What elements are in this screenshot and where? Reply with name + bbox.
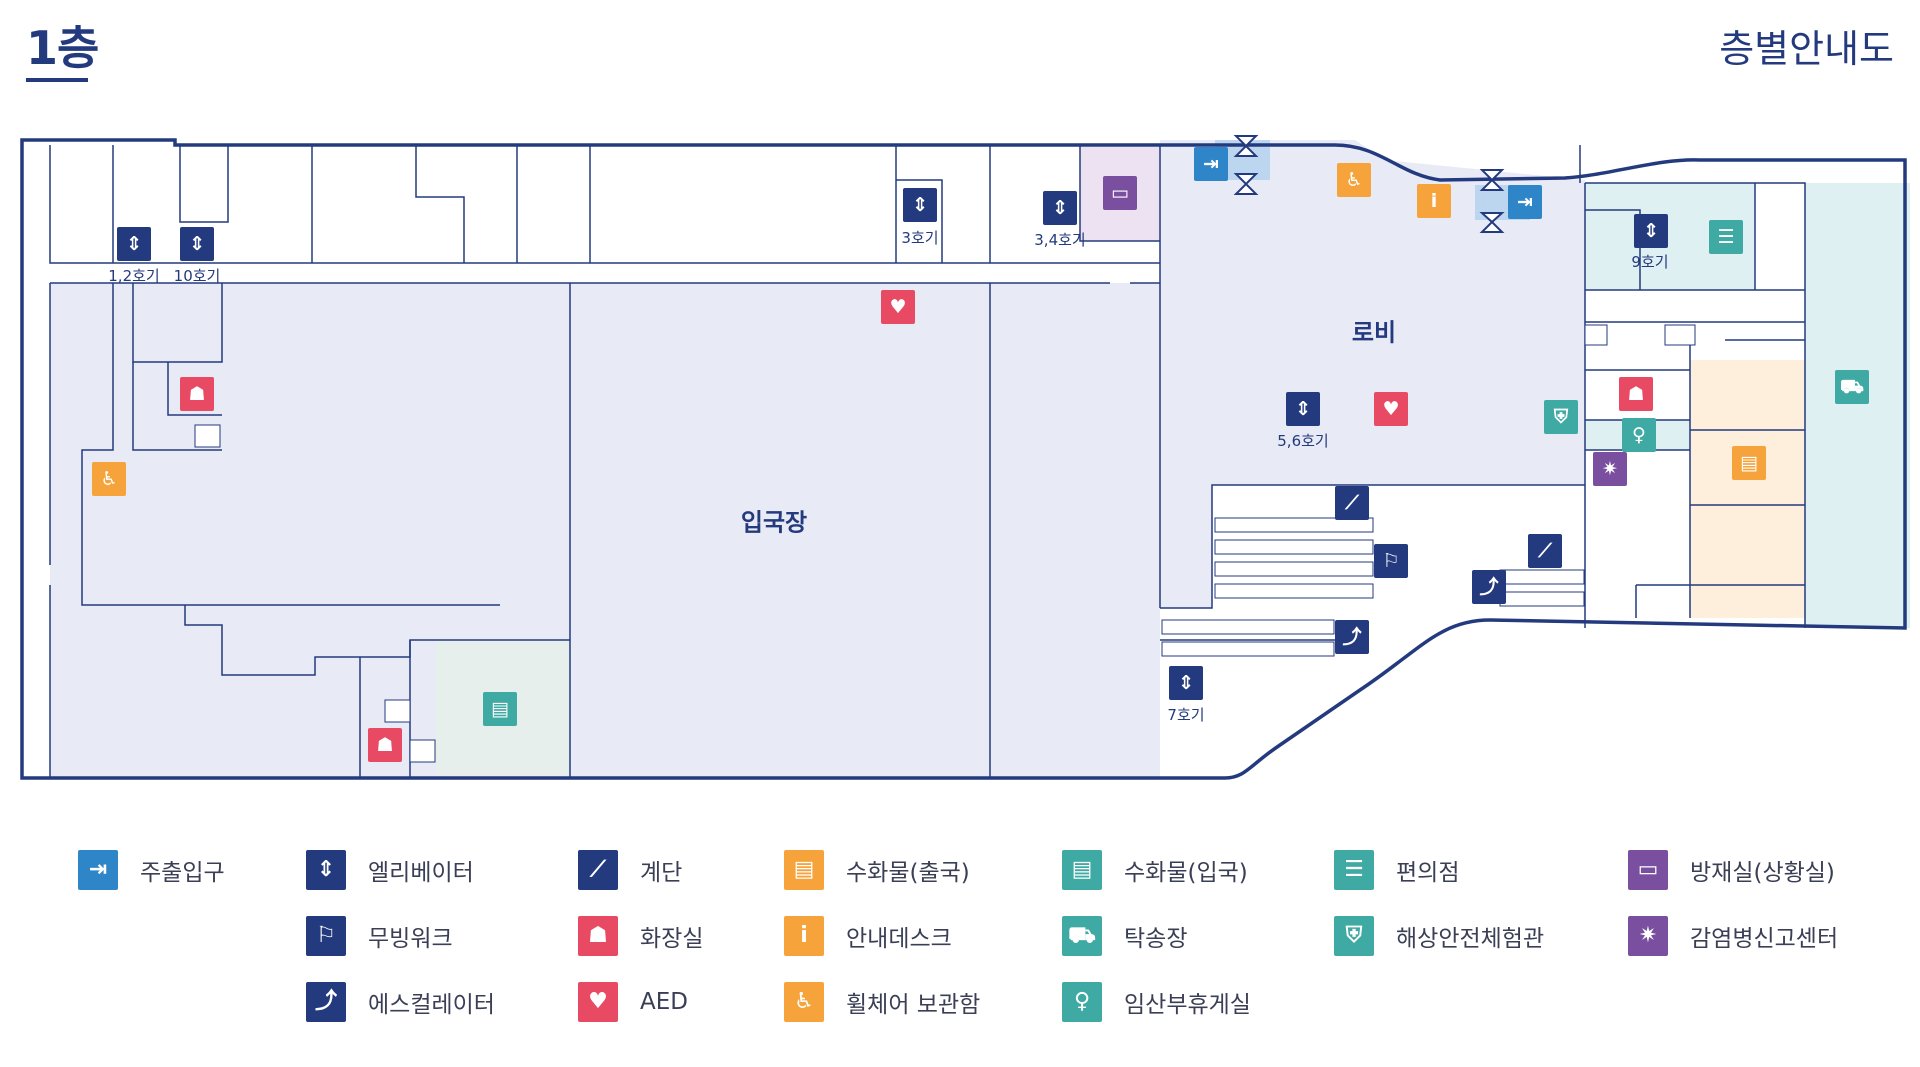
elevator-icon[interactable]: ⇕ bbox=[1286, 392, 1320, 426]
elevator-icon[interactable]: ⇕ bbox=[1634, 214, 1668, 248]
wheelchair-icon[interactable]: ♿ bbox=[92, 462, 126, 496]
moving-walk-icon[interactable]: ⚐ bbox=[1374, 544, 1408, 578]
legend-item-luggage-arrival: ▤ 수화물(입국) bbox=[1062, 849, 1248, 891]
legend-label: 에스컬레이터 bbox=[368, 992, 495, 1018]
convenience-store-icon: ☰ bbox=[1334, 850, 1374, 890]
legend-item-nursing-room: ♀ 임산부휴게실 bbox=[1062, 981, 1251, 1023]
elevator-label: 9호기 bbox=[1631, 253, 1669, 271]
aed-icon[interactable]: ♥ bbox=[881, 290, 915, 324]
legend-item-taxi: ⛟ 탁송장 bbox=[1062, 915, 1187, 957]
legend-item-elevator: ⇕ 엘리베이터 bbox=[306, 849, 474, 891]
elevator-label: 1,2호기 bbox=[108, 267, 160, 285]
disaster-room-icon: ▭ bbox=[1628, 850, 1668, 890]
legend-label: 임산부휴게실 bbox=[1124, 992, 1251, 1018]
legend-item-wheelchair: ♿ 휠체어 보관함 bbox=[784, 981, 980, 1023]
taxi-icon: ⛟ bbox=[1062, 916, 1102, 956]
legend-label: 수화물(입국) bbox=[1124, 860, 1248, 886]
escalator-icon: ⤴ bbox=[306, 982, 346, 1022]
door-markers bbox=[1233, 135, 1505, 233]
legend-label: 방재실(상황실) bbox=[1690, 860, 1835, 886]
legend-item-luggage-departure: ▤ 수화물(출국) bbox=[784, 849, 970, 891]
restroom-icon[interactable]: ☗ bbox=[180, 377, 214, 411]
elevator-icon[interactable]: ⇕ bbox=[903, 188, 937, 222]
convenience-store-icon[interactable]: ☰ bbox=[1709, 220, 1743, 254]
safety-center-icon[interactable]: ⛨ bbox=[1544, 400, 1578, 434]
legend-label: 주출입구 bbox=[140, 860, 225, 886]
legend-item-moving-walk: ⚐ 무빙워크 bbox=[306, 915, 453, 957]
legend-item-stairs: ⟋ 계단 bbox=[578, 849, 682, 891]
legend-label: 해상안전체험관 bbox=[1396, 926, 1545, 952]
outer-walls bbox=[20, 138, 1907, 780]
guide-title: 층별안내도 bbox=[1719, 27, 1894, 71]
legend-item-safety-center: ⛨ 해상안전체험관 bbox=[1334, 915, 1544, 957]
aed-icon: ♥ bbox=[578, 982, 618, 1022]
disaster-room-icon[interactable]: ▭ bbox=[1103, 176, 1137, 210]
escalator-banks bbox=[194, 324, 1696, 763]
elevator-icon[interactable]: ⇕ bbox=[180, 227, 214, 261]
taxi-icon[interactable]: ⛟ bbox=[1835, 370, 1869, 404]
wheelchair-icon: ♿ bbox=[784, 982, 824, 1022]
legend-label: 엘리베이터 bbox=[368, 860, 474, 886]
quarantine-icon[interactable]: ✷ bbox=[1593, 452, 1627, 486]
escalator-icon[interactable]: ⤴ bbox=[1335, 620, 1369, 654]
legend-label: AED bbox=[640, 989, 688, 1015]
luggage-icon: ▤ bbox=[1062, 850, 1102, 890]
inner-walls bbox=[49, 145, 1806, 778]
legend-label: 화장실 bbox=[640, 926, 704, 952]
luggage-icon: ▤ bbox=[784, 850, 824, 890]
legend-label: 안내데스크 bbox=[846, 926, 952, 952]
nursing-room-icon[interactable]: ♀ bbox=[1622, 418, 1656, 452]
elevator-icon[interactable]: ⇕ bbox=[1043, 191, 1077, 225]
restroom-icon[interactable]: ☗ bbox=[1619, 377, 1653, 411]
legend-label: 감염병신고센터 bbox=[1690, 926, 1839, 952]
floor-title: 1층 bbox=[26, 21, 99, 75]
restroom-icon[interactable]: ☗ bbox=[368, 728, 402, 762]
elevator-icon[interactable]: ⇕ bbox=[1169, 666, 1203, 700]
wheelchair-icon[interactable]: ♿ bbox=[1337, 163, 1371, 197]
legend-label: 무빙워크 bbox=[368, 926, 453, 952]
entrance-icon[interactable]: ⇥ bbox=[1194, 147, 1228, 181]
legend-item-disaster-room: ▭ 방재실(상황실) bbox=[1628, 849, 1835, 891]
luggage-icon[interactable]: ▤ bbox=[1732, 446, 1766, 480]
legend-item-restroom: ☗ 화장실 bbox=[578, 915, 703, 957]
restroom-icon: ☗ bbox=[578, 916, 618, 956]
stairs-icon: ⟋ bbox=[578, 850, 618, 890]
legend-item-aed: ♥ AED bbox=[578, 981, 688, 1023]
legend-item-escalator: ⤴ 에스컬레이터 bbox=[306, 981, 495, 1023]
legend-item-quarantine: ✷ 감염병신고센터 bbox=[1628, 915, 1838, 957]
escalator-icon[interactable]: ⤴ bbox=[1472, 570, 1506, 604]
elevator-icon: ⇕ bbox=[306, 850, 346, 890]
legend-item-info-desk: i 안내데스크 bbox=[784, 915, 952, 957]
room-lobby: 로비 bbox=[1351, 318, 1397, 347]
legend-label: 수화물(출국) bbox=[846, 860, 970, 886]
elevator-icon[interactable]: ⇕ bbox=[117, 227, 151, 261]
stairs-icon[interactable]: ⟋ bbox=[1335, 486, 1369, 520]
legend-item-convenience-store: ☰ 편의점 bbox=[1334, 849, 1459, 891]
elevator-label: 7호기 bbox=[1167, 706, 1205, 724]
aed-icon[interactable]: ♥ bbox=[1374, 392, 1408, 426]
stairs-icon[interactable]: ⟋ bbox=[1528, 534, 1562, 568]
safety-center-icon: ⛨ bbox=[1334, 916, 1374, 956]
info-desk-icon: i bbox=[784, 916, 824, 956]
legend-label: 계단 bbox=[640, 860, 683, 886]
legend-label: 휠체어 보관함 bbox=[846, 992, 981, 1018]
floor-title-underline bbox=[26, 78, 88, 82]
floor-plan bbox=[20, 135, 1910, 780]
legend-label: 탁송장 bbox=[1124, 926, 1188, 952]
info-desk-icon[interactable]: i bbox=[1417, 184, 1451, 218]
room-fills bbox=[50, 140, 1910, 778]
legend-item-entrance: ⇥ 주출입구 bbox=[78, 849, 225, 891]
quarantine-icon: ✷ bbox=[1628, 916, 1668, 956]
nursing-room-icon: ♀ bbox=[1062, 982, 1102, 1022]
legend-label: 편의점 bbox=[1396, 860, 1460, 886]
entrance-icon[interactable]: ⇥ bbox=[1508, 185, 1542, 219]
elevator-label: 10호기 bbox=[173, 267, 221, 285]
elevator-label: 3호기 bbox=[901, 229, 939, 247]
moving-walk-icon: ⚐ bbox=[306, 916, 346, 956]
room-arrival-hall: 입국장 bbox=[740, 508, 808, 537]
elevator-label: 5,6호기 bbox=[1277, 432, 1329, 450]
luggage-icon[interactable]: ▤ bbox=[483, 692, 517, 726]
entrance-icon: ⇥ bbox=[78, 850, 118, 890]
elevator-label: 3,4호기 bbox=[1034, 231, 1086, 249]
